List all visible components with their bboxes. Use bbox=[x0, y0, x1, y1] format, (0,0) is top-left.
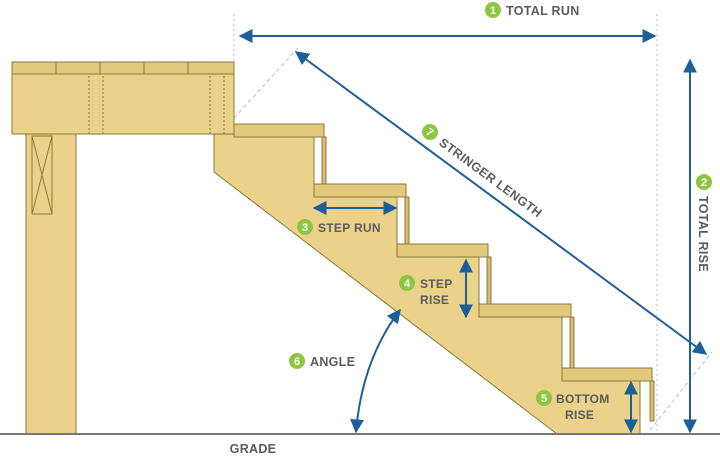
deck-post bbox=[25, 133, 77, 435]
angle-label: ANGLE bbox=[310, 355, 355, 369]
label-stringer-length: 7 STRINGER LENGTH bbox=[422, 124, 545, 220]
label-total-run: 1 TOTAL RUN bbox=[485, 2, 580, 18]
badge-7 bbox=[422, 124, 438, 140]
step-rise-label-line1: STEP bbox=[420, 277, 453, 291]
stringer-length-label: STRINGER LENGTH bbox=[437, 135, 545, 220]
svg-text:6: 6 bbox=[294, 356, 300, 368]
badge-5 bbox=[536, 390, 552, 406]
label-total-rise: 2 TOTAL RISE bbox=[696, 174, 712, 272]
svg-text:5: 5 bbox=[541, 393, 547, 405]
badge-2 bbox=[696, 174, 712, 190]
svg-text:4: 4 bbox=[404, 278, 411, 290]
dimension-arrows bbox=[238, 29, 708, 434]
label-step-run: 3 STEP RUN bbox=[297, 219, 381, 235]
badge-4 bbox=[399, 275, 415, 291]
svg-text:1: 1 bbox=[490, 5, 496, 17]
badge-6 bbox=[289, 353, 305, 369]
badge-3 bbox=[297, 219, 313, 235]
angle-arrow bbox=[350, 308, 401, 434]
total-run-label: TOTAL RUN bbox=[506, 4, 580, 18]
total-rise-label: TOTAL RISE bbox=[696, 196, 710, 272]
step-rise-label-line2: RISE bbox=[420, 293, 449, 307]
label-bottom-rise: 5 BOTTOM RISE bbox=[536, 390, 610, 422]
bottom-rise-label-line1: BOTTOM bbox=[556, 392, 610, 406]
svg-text:2: 2 bbox=[701, 177, 707, 189]
deck-structure bbox=[11, 61, 235, 135]
label-step-rise: 4 STEP RISE bbox=[399, 275, 453, 307]
bottom-rise-label-line2: RISE bbox=[565, 408, 594, 422]
label-angle: 6 ANGLE bbox=[289, 353, 355, 369]
badge-1 bbox=[485, 2, 501, 18]
grade-label: GRADE bbox=[230, 442, 277, 456]
stringer-length-arrow bbox=[294, 51, 708, 355]
step-run-label: STEP RUN bbox=[318, 221, 381, 235]
svg-text:3: 3 bbox=[302, 222, 308, 234]
